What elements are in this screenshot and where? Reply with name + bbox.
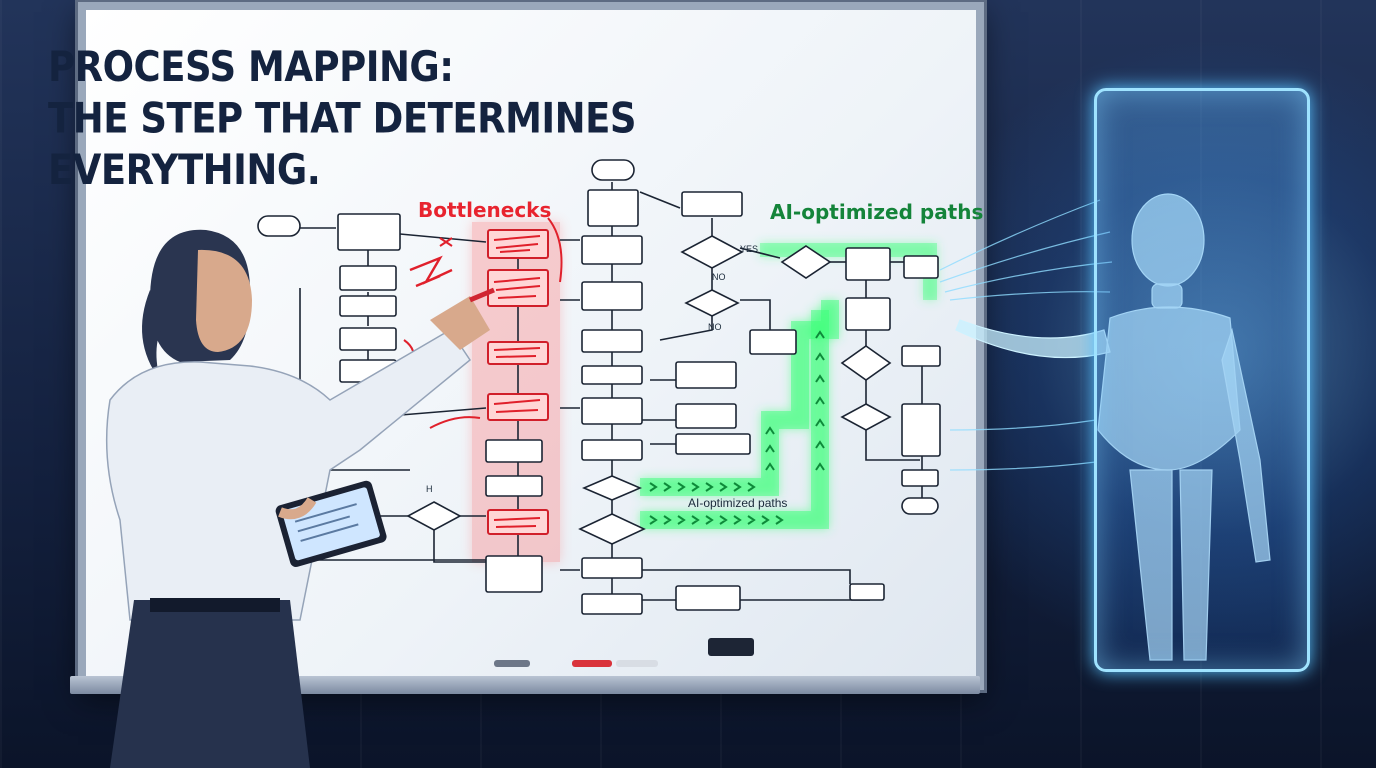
marker-white (616, 660, 658, 667)
title-line-1: PROCESS MAPPING: (48, 43, 454, 92)
ai-path-arrows (649, 330, 825, 525)
person-illustration (105, 229, 495, 768)
hologram-humanoid (955, 193, 1271, 661)
title-line-2: THE STEP THAT DETERMINES EVERYTHING. (48, 94, 637, 195)
ai-path-glow (640, 243, 937, 529)
light-streams (939, 199, 1113, 471)
yes-label: YES (740, 244, 759, 254)
ai-paths-label-top: AI-optimized paths (770, 200, 984, 224)
page-title: PROCESS MAPPING: THE STEP THAT DETERMINE… (48, 42, 808, 197)
no-label-1: NO (712, 272, 726, 282)
ai-paths-label-bottom: AI-optimized paths (688, 496, 788, 510)
eraser (708, 638, 754, 656)
hologram-panel (1094, 88, 1310, 672)
bottlenecks-label: Bottlenecks (418, 198, 552, 222)
h-label: H (426, 484, 433, 494)
marker-red (572, 660, 612, 667)
no-label-2: NO (708, 322, 722, 332)
marker-gray (494, 660, 530, 667)
